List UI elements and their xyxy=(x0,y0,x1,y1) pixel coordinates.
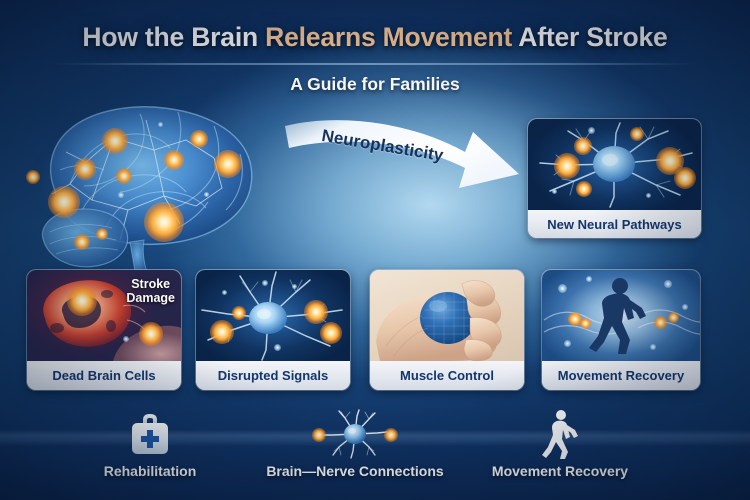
sparkle xyxy=(682,304,688,310)
briefcase-svg xyxy=(132,414,168,454)
sparkle xyxy=(262,280,268,286)
card-image xyxy=(196,270,350,361)
sparkle xyxy=(274,344,281,351)
neuroplasticity-arrow: Neuroplasticity xyxy=(283,108,533,200)
sparkle xyxy=(158,122,163,127)
process-step-label: Brain—Nerve Connections xyxy=(266,463,444,479)
hand-squeezing-ball-icon xyxy=(376,280,502,361)
card-disrupted-signals[interactable]: Disrupted Signals xyxy=(196,270,350,390)
walking-person-svg xyxy=(542,410,578,459)
card-muscle-control[interactable]: Muscle Control xyxy=(370,270,524,390)
card-movement-recovery[interactable]: Movement Recovery xyxy=(542,270,700,390)
walking-person-silhouette-icon xyxy=(543,278,700,354)
sparkle xyxy=(588,127,595,134)
card-image xyxy=(528,119,701,210)
hand-therapy-ball-scene xyxy=(370,270,524,361)
neuron-illustration-icon xyxy=(201,271,343,361)
sparkle xyxy=(292,284,297,289)
card-image xyxy=(370,270,524,361)
title-divider xyxy=(55,63,695,65)
movement-recovery-scene xyxy=(542,270,700,361)
sparkle xyxy=(586,276,592,282)
sparkle xyxy=(222,290,227,295)
sparkle xyxy=(123,336,129,342)
card-caption: Disrupted Signals xyxy=(196,361,350,390)
title-part-1: How the Brain xyxy=(82,22,266,52)
card-dead-brain-cells[interactable]: Stroke Damage Dead Brain Cells xyxy=(27,270,181,390)
neuron-illustration-icon xyxy=(539,122,693,208)
card-caption: Movement Recovery xyxy=(542,361,700,390)
card-image xyxy=(542,270,700,361)
disrupted-neuron-scene xyxy=(196,270,350,361)
neuron-scene xyxy=(528,119,701,210)
sparkle xyxy=(664,280,672,288)
title-part-2: After Stroke xyxy=(512,22,668,52)
process-step-label: Rehabilitation xyxy=(103,463,197,479)
sparkle xyxy=(650,344,656,350)
sparkle xyxy=(646,193,651,198)
page-title: How the Brain Relearns Movement After St… xyxy=(0,22,750,53)
sparkle xyxy=(118,192,124,198)
neuron-icon xyxy=(250,408,460,460)
sparkle xyxy=(552,189,557,194)
process-step-brain-nerve-connections[interactable]: Brain—Nerve Connections xyxy=(250,408,460,479)
walking-person-icon xyxy=(455,408,665,460)
title-accent: Relearns Movement xyxy=(265,22,513,52)
card-caption: New Neural Pathways xyxy=(528,210,701,238)
brain-illustration xyxy=(0,86,308,286)
sparkle xyxy=(558,284,567,293)
sparkle xyxy=(204,192,209,197)
brain-svg xyxy=(41,106,253,277)
stroke-damage-label: Stroke Damage xyxy=(126,277,175,305)
medical-briefcase-icon xyxy=(45,408,255,460)
process-step-label: Movement Recovery xyxy=(491,463,629,479)
neuron-svg xyxy=(322,409,388,459)
card-caption: Dead Brain Cells xyxy=(27,361,181,390)
process-step-movement-recovery[interactable]: Movement Recovery xyxy=(455,408,665,479)
card-caption: Muscle Control xyxy=(370,361,524,390)
process-step-rehabilitation[interactable]: Rehabilitation xyxy=(45,408,255,479)
card-new-neural-pathways[interactable]: New Neural Pathways xyxy=(528,119,701,238)
sparkle xyxy=(564,340,571,347)
card-image: Stroke Damage xyxy=(27,270,181,361)
